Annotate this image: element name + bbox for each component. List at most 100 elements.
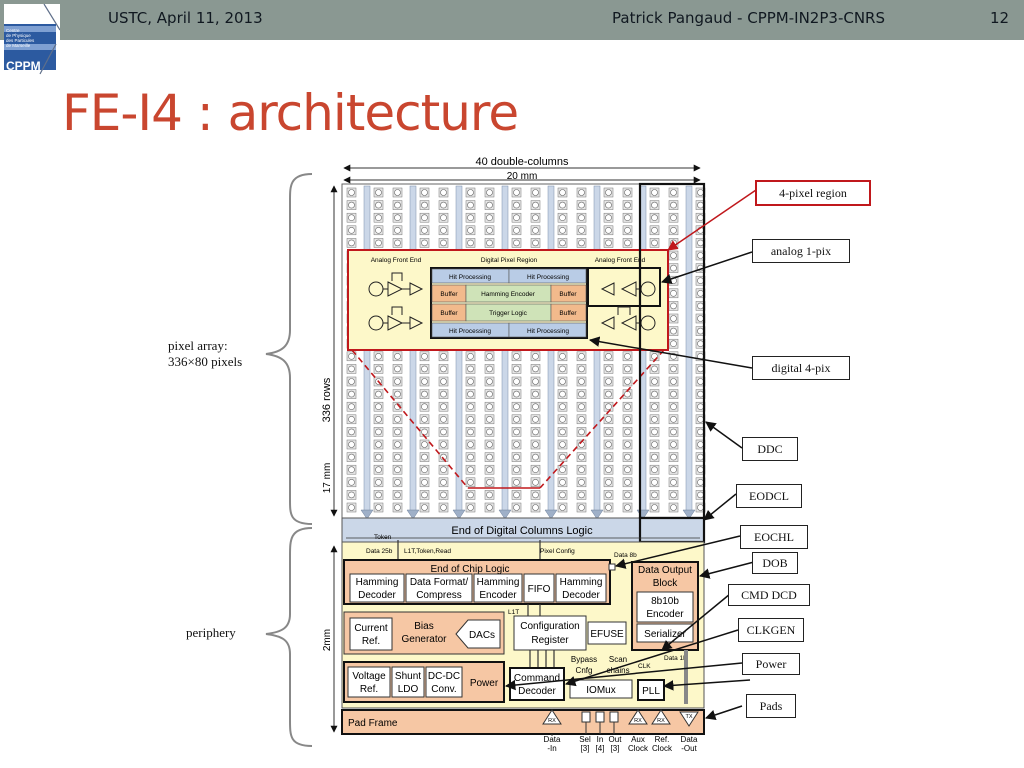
callout-clkgen: CLKGEN [738, 618, 804, 642]
pixel-bump [375, 227, 382, 234]
pixel-bump [605, 239, 612, 247]
pixel-bump [394, 189, 401, 196]
dim-20mm: 20 mm [507, 171, 538, 182]
voltage-ref-line1: Voltage [352, 671, 386, 682]
pixel-bump [624, 201, 631, 209]
pixel-bump [348, 352, 355, 360]
pixel-bump [670, 302, 677, 310]
pixel-bump [467, 365, 474, 373]
pixel-bump [697, 365, 704, 373]
pixel-bump [486, 201, 493, 209]
pixel-bump [467, 491, 474, 499]
pixel-array-count: 336×80 pixels [168, 354, 243, 369]
pixel-bump [651, 239, 658, 247]
pixel-bump [532, 504, 539, 511]
pixel-bump [578, 239, 585, 247]
pixel-bump [559, 365, 566, 373]
dim-17mm: 17 mm [322, 463, 333, 494]
hamming-decoder-2-line2: Decoder [562, 590, 600, 601]
command-decoder-block [509, 667, 565, 701]
pixel-bump [559, 214, 566, 221]
pin-data-in-2: -In [547, 744, 556, 753]
pixel-bump [697, 315, 704, 322]
pin-ref-2: Clock [652, 744, 673, 753]
pixel-bump [513, 390, 520, 398]
pixel-bump [605, 491, 612, 499]
pixel-bump [375, 239, 382, 247]
eodc-label: End of Digital Columns Logic [451, 525, 593, 537]
pixel-bump [559, 239, 566, 247]
pixel-array-label: pixel array: 336×80 pixels [168, 338, 242, 370]
afe-left-label: Analog Front End [371, 257, 422, 264]
pixel-bump [578, 214, 585, 221]
pixel-bump [467, 415, 474, 423]
column-bus-arrow [682, 509, 696, 520]
pixel-bump [421, 201, 428, 209]
pin-aux-1: Aux [631, 735, 645, 744]
pixel-bump [375, 189, 382, 196]
pixel-bump [532, 428, 539, 436]
pixel-bump [578, 227, 585, 234]
pixel-bump [578, 403, 585, 411]
pixel-bump [532, 478, 539, 486]
bias-generator-line1: Bias [414, 621, 433, 632]
pixel-bump [440, 201, 447, 209]
pixel-bump [348, 390, 355, 398]
pixel-bump [421, 453, 428, 461]
bypass-line1: Bypass [571, 655, 597, 664]
pixel-bump [394, 390, 401, 398]
pixel-bump [348, 227, 355, 234]
pixel-bump [421, 428, 428, 436]
trigger-logic: Trigger Logic [489, 310, 527, 317]
pixel-bump [394, 428, 401, 436]
pixel-bump [467, 504, 474, 511]
iomux-block [569, 679, 633, 699]
pixel-bump [559, 352, 566, 360]
pixel-bump [513, 478, 520, 486]
pixel-bump [697, 340, 704, 348]
pixel-bump [394, 466, 401, 474]
pixel-bump [513, 415, 520, 423]
column-bus-arrow [498, 509, 512, 520]
callout-arrows [504, 189, 757, 720]
pixel-bump [670, 264, 677, 272]
iomux-label: IOMux [586, 685, 615, 696]
pixel-bump [605, 415, 612, 423]
pixel-bump [559, 466, 566, 474]
pixel-bump [532, 491, 539, 499]
pixel-bump [578, 504, 585, 511]
pixel-bump [624, 227, 631, 234]
pixel-bump [513, 189, 520, 196]
pixel-bump [670, 491, 677, 499]
pixel-bump [624, 239, 631, 247]
bias-generator-line2: Generator [401, 634, 447, 645]
pixel-bump [467, 441, 474, 448]
afe-right-label: Analog Front End [595, 257, 646, 264]
pixel-bump [348, 428, 355, 436]
rx-aux: RX [634, 718, 642, 724]
pixel-bump [513, 428, 520, 436]
periphery-brace [265, 527, 313, 747]
pixel-bump [559, 415, 566, 423]
l1t-token-read-label: L1T,Token,Read [404, 548, 451, 555]
pin-data-in-1: Data [544, 735, 561, 744]
config-register-block [513, 615, 587, 651]
pixel-bump [697, 277, 704, 285]
pixel-bump [578, 189, 585, 196]
command-decoder-line2: Decoder [518, 686, 556, 697]
pixel-bump [348, 214, 355, 221]
voltage-ref-line2: Ref. [360, 684, 378, 695]
header-bar: USTC, April 11, 2013 Patrick Pangaud - C… [0, 0, 1024, 40]
pixel-bump [532, 441, 539, 448]
callout-dob: DOB [752, 552, 798, 574]
pixel-bump [440, 239, 447, 247]
pixel-bump [670, 478, 677, 486]
pixel-bump [513, 491, 520, 499]
pixel-bump [440, 403, 447, 411]
pixel-bump [513, 365, 520, 373]
pixel-bump [440, 428, 447, 436]
digital-pixel-region-label: Digital Pixel Region [481, 257, 538, 264]
pixel-bump [421, 403, 428, 411]
pixel-bump [578, 478, 585, 486]
pixel-bump [394, 453, 401, 461]
